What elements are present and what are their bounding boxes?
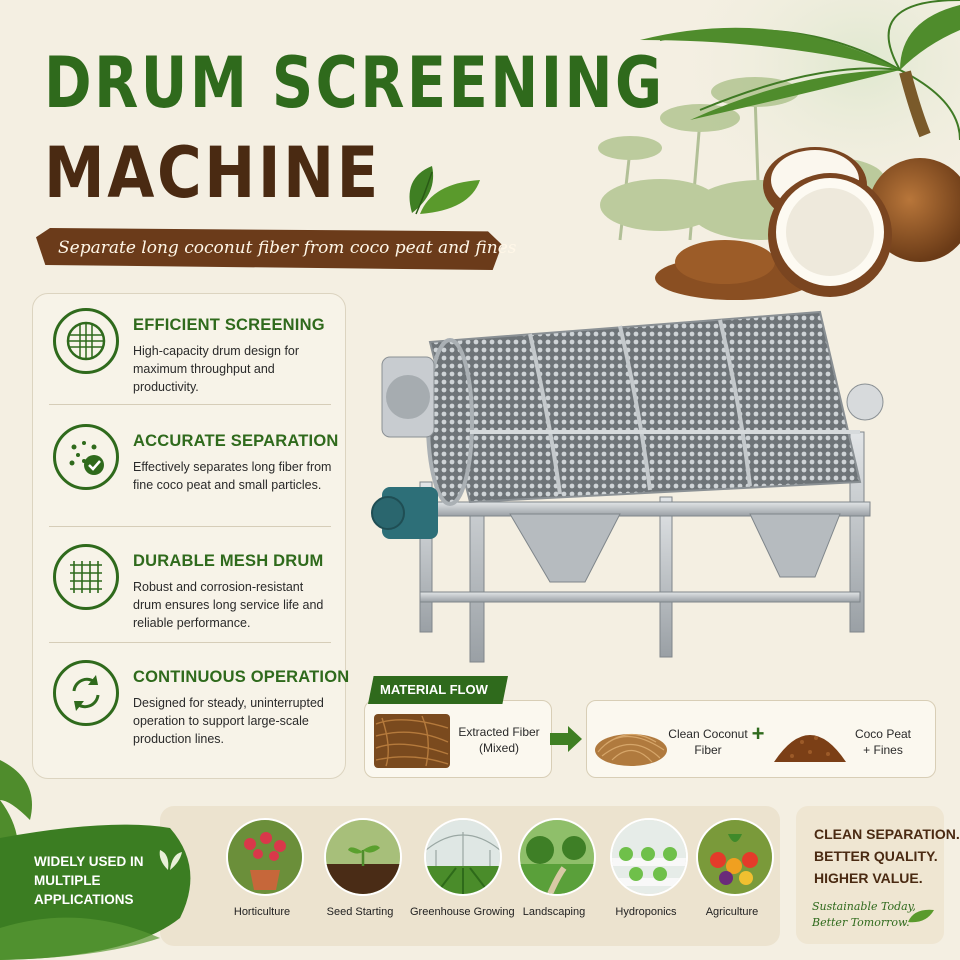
applications-label: WIDELY USED IN MULTIPLE APPLICATIONS: [34, 854, 144, 907]
tagline-line1: CLEAN SEPARATION.: [814, 826, 960, 842]
feature-title: EFFICIENT SCREENING: [133, 316, 325, 334]
page-title-line2: MACHINE: [44, 132, 381, 214]
feature-item: EFFICIENT SCREENING High-capacity drum d…: [33, 294, 345, 404]
tagline-script2: Better Tomorrow.: [812, 916, 910, 929]
application-label: Greenhouse Growing: [410, 906, 515, 918]
palm-leaves: [640, 5, 960, 120]
clean-fiber-image: [595, 733, 667, 766]
coconut-half-front: [768, 173, 892, 297]
flow-input-label: Extracted Fiber (Mixed): [458, 725, 540, 755]
application-label: Hydroponics: [615, 906, 677, 918]
material-flow-label-bg: [368, 676, 508, 704]
feature-description: Effectively separates long fiber from fi…: [133, 460, 332, 492]
leaf-icon: [908, 909, 934, 923]
coco-peat-image: [774, 735, 846, 762]
tagline-line3: HIGHER VALUE.: [814, 870, 923, 886]
divider: [49, 526, 331, 527]
plus-icon: +: [751, 721, 765, 746]
flow-output2-label: Coco Peat + Fines: [854, 727, 912, 757]
sprout-icon: [159, 850, 182, 870]
tagline-script1: Sustainable Today,: [812, 900, 916, 913]
feature-description: High-capacity drum design for maximum th…: [133, 344, 300, 394]
arrow-right-icon: [550, 726, 582, 752]
material-flow-output-box: [586, 700, 936, 778]
feature-title: ACCURATE SEPARATION: [133, 432, 339, 450]
application-label: Landscaping: [522, 906, 586, 918]
leaf-icon: [409, 166, 480, 215]
application-label: Agriculture: [705, 906, 759, 918]
mixed-fiber-image: [374, 714, 450, 768]
divider: [49, 404, 331, 405]
features-panel: EFFICIENT SCREENING High-capacity drum d…: [32, 293, 349, 779]
applications-banner: [0, 824, 191, 960]
application-label: Seed Starting: [326, 906, 394, 918]
feature-item: DURABLE MESH DRUM Robust and corrosion-r…: [33, 530, 345, 640]
drum-screening-machine-image: [371, 310, 884, 663]
drum-mesh-icon: [53, 308, 119, 374]
greenhouse-image: [424, 818, 502, 896]
subtitle: Separate long coconut fiber from coco pe…: [58, 238, 517, 258]
material-flow-label: MATERIAL FLOW: [380, 682, 488, 697]
particles-check-icon: [53, 424, 119, 490]
feature-item: CONTINUOUS OPERATION Designed for steady…: [33, 646, 349, 756]
feature-description: Robust and corrosion-resistant drum ensu…: [133, 580, 324, 630]
agriculture-image: [696, 818, 774, 896]
mesh-drum: [426, 310, 862, 506]
horticulture-image: [226, 818, 304, 896]
feature-title: CONTINUOUS OPERATION: [133, 668, 350, 686]
flow-output1-label: Clean Coconut Fiber: [668, 727, 748, 757]
hydroponics-image: [610, 818, 688, 896]
tagline-line2: BETTER QUALITY.: [814, 848, 938, 864]
mesh-grid-icon: [53, 544, 119, 610]
landscaping-image: [518, 818, 596, 896]
divider: [49, 642, 331, 643]
feature-description: Designed for steady, uninterrupted opera…: [133, 696, 324, 746]
cycle-arrows-icon: [53, 660, 119, 726]
motor: [371, 487, 438, 539]
application-label: Horticulture: [233, 906, 291, 918]
feature-title: DURABLE MESH DRUM: [133, 552, 324, 570]
seed-starting-image: [324, 818, 402, 896]
subtitle-banner: [36, 228, 502, 270]
feature-item: ACCURATE SEPARATION Effectively separate…: [33, 410, 345, 520]
page-title-line1: DRUM SCREENING: [44, 42, 665, 124]
